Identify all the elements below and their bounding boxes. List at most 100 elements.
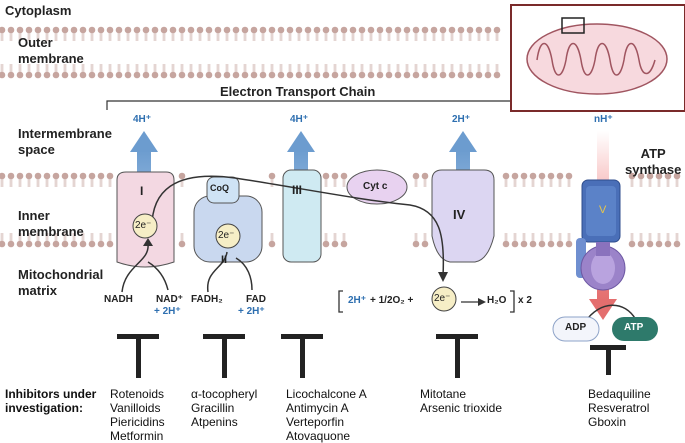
lipid-head [511, 172, 519, 180]
cytoplasm-label: Cytoplasm [5, 3, 72, 18]
lipid-head [664, 172, 672, 180]
inhibitor-item: Bedaquiline [588, 387, 651, 401]
lipid-head [70, 26, 78, 34]
lipid-head [250, 26, 258, 34]
inner-membrane-label-line1: Inner [18, 208, 50, 223]
intermembrane-label-line1: Intermembrane [18, 126, 112, 141]
lipid-head [673, 172, 681, 180]
lipid-head [421, 26, 429, 34]
fad-h-label: + 2H⁺ [238, 306, 265, 317]
lipid-head [142, 26, 150, 34]
inhibitor-item: α-tocopheryl [191, 387, 258, 401]
lipid-head [628, 240, 636, 248]
lipid-head [421, 240, 429, 248]
lipid-head [34, 172, 42, 180]
lipid-head [34, 71, 42, 79]
lipid-head [88, 240, 96, 248]
lipid-head [178, 240, 186, 248]
adp-atp-arrow [584, 304, 637, 323]
lipid-head [268, 240, 276, 248]
lipid-head [394, 26, 402, 34]
reaction-arrowhead [478, 298, 486, 306]
fadh2-label: FADH₂ [191, 294, 223, 305]
complex-III-label: III [292, 183, 303, 197]
lipid-head [484, 26, 492, 34]
lipid-head [43, 240, 51, 248]
lipid-head [412, 240, 420, 248]
lipid-head [52, 71, 60, 79]
proton-label-I: 4H⁺ [133, 114, 152, 125]
lipid-head [169, 26, 177, 34]
lipid-head [655, 240, 663, 248]
lipid-head [295, 26, 303, 34]
lipid-head [412, 71, 420, 79]
lipid-head [268, 172, 276, 180]
lipid-head [25, 240, 33, 248]
lipid-head [556, 172, 564, 180]
lipid-head [313, 71, 321, 79]
cyt-c [346, 169, 408, 205]
etc-bracket [106, 100, 513, 110]
lipid-head [394, 71, 402, 79]
proton-label-IV: 2H⁺ [452, 114, 471, 125]
lipid-head [367, 71, 375, 79]
lipid-head [52, 240, 60, 248]
lipid-head [520, 172, 528, 180]
lipid-head [349, 26, 357, 34]
lipid-head [142, 71, 150, 79]
lipid-head [79, 26, 87, 34]
inhibitor-item: Verteporfin [286, 415, 345, 429]
lipid-head [178, 172, 186, 180]
nadh-label: NADH [104, 294, 133, 305]
reaction-bracket-left [338, 290, 343, 313]
lipid-head [385, 71, 393, 79]
mito-matrix-label-line2: matrix [18, 283, 58, 298]
lipid-head [331, 240, 339, 248]
inhibitors-atp-synthase: Bedaquiline Resveratrol Gboxin [588, 387, 651, 429]
lipid-head [502, 240, 510, 248]
lipid-head [367, 26, 375, 34]
inhibitor-stem-II [222, 334, 227, 378]
lipid-head [43, 26, 51, 34]
inhibitor-item: Mitotane [420, 387, 467, 401]
lipid-head [331, 71, 339, 79]
lipid-head [331, 172, 339, 180]
lipid-head [133, 26, 141, 34]
lipid-head [448, 26, 456, 34]
lipid-head [466, 71, 474, 79]
adp-label: ADP [565, 322, 587, 333]
lipid-head [115, 71, 123, 79]
lipid-head [133, 71, 141, 79]
inhibitor-bars [117, 334, 626, 378]
lipid-head [79, 71, 87, 79]
lipid-head [304, 26, 312, 34]
inhibitors-heading-line2: investigation: [5, 401, 84, 415]
lipid-head [7, 240, 15, 248]
lipid-head [160, 26, 168, 34]
lipid-head [340, 240, 348, 248]
lipid-head [259, 26, 267, 34]
lipid-head [205, 26, 213, 34]
inhibitors-complex-I: Rotenoids Vanilloids Piericidins Metform… [110, 387, 165, 443]
lipid-head [448, 71, 456, 79]
lipid-head [43, 172, 51, 180]
lipid-head [61, 240, 69, 248]
fad-arrow [235, 257, 253, 291]
lipid-head [556, 240, 564, 248]
lipid-head [223, 26, 231, 34]
inhibitors-heading-line1: Inhibitors under [5, 387, 97, 401]
lipid-head [34, 26, 42, 34]
lipid-head [169, 71, 177, 79]
lipid-head [529, 172, 537, 180]
lipid-head [457, 71, 465, 79]
lipid-head [430, 71, 438, 79]
atp-synthase-label: ATP synthase [625, 146, 681, 178]
lipid-head [25, 26, 33, 34]
lipid-head [52, 172, 60, 180]
lipid-head [277, 71, 285, 79]
lipid-head [547, 240, 555, 248]
lipid-head [16, 71, 24, 79]
inhibitor-item: Arsenic trioxide [420, 401, 503, 415]
inhibitor-stem-I [136, 334, 141, 378]
